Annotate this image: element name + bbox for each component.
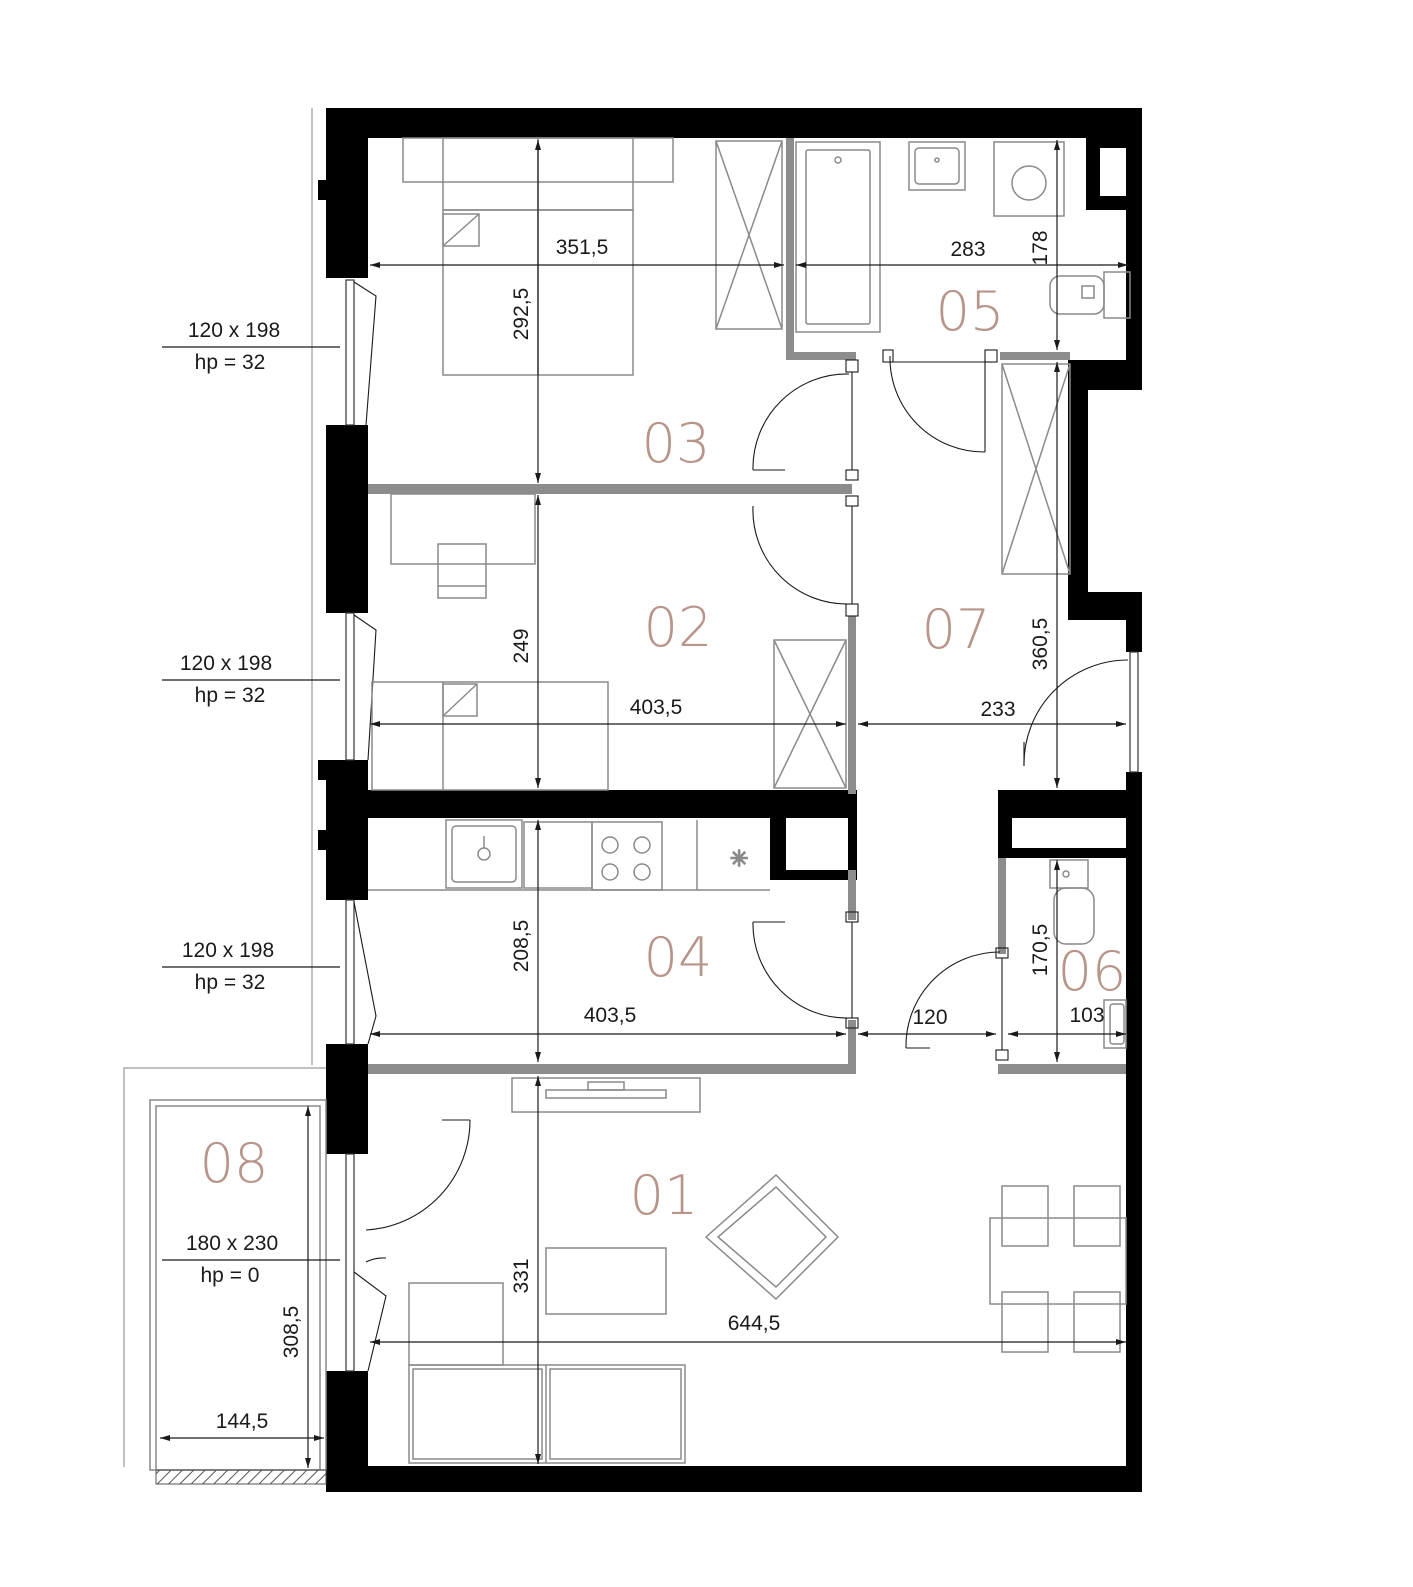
- window-1-size: 120 x 198: [188, 319, 280, 342]
- dim-r06-width: 103: [1069, 1004, 1104, 1027]
- dimension-arrows: [160, 140, 1128, 1468]
- dim-r02-width: 403,5: [630, 696, 683, 719]
- partitions: [368, 138, 1126, 1074]
- dim-r04-depth: 208,5: [510, 920, 533, 973]
- dimension-lines: [160, 140, 1128, 1468]
- window-3-size: 120 x 198: [182, 939, 274, 962]
- dim-r08-depth: 308,5: [280, 1306, 303, 1359]
- window-4-size: 180 x 230: [186, 1232, 278, 1255]
- furniture: [149, 137, 1131, 1471]
- exterior-walls: [318, 108, 1142, 1492]
- dim-r05-width: 283: [950, 238, 985, 261]
- window-swings: [353, 281, 387, 1372]
- window-4-hp: hp = 0: [201, 1264, 260, 1287]
- dim-r06-depth: 170,5: [1029, 924, 1052, 977]
- room-label-06: 06: [1058, 940, 1127, 1003]
- room-label-07: 07: [922, 598, 991, 661]
- room-label-01: 01: [630, 1164, 699, 1227]
- dim-r02-depth: 249: [510, 628, 533, 663]
- room-label-03: 03: [642, 412, 711, 475]
- window-2-hp: hp = 32: [195, 684, 266, 707]
- window-2-size: 120 x 198: [180, 652, 272, 675]
- dim-r03-depth: 292,5: [510, 288, 533, 341]
- dim-r05-depth: 178: [1029, 230, 1052, 265]
- dim-corridor-width: 120: [912, 1006, 947, 1029]
- room-label-05: 05: [936, 280, 1005, 343]
- room-label-04: 04: [644, 926, 713, 989]
- windows: [345, 279, 1139, 1372]
- dim-r07-depth: 360,5: [1029, 618, 1052, 671]
- doors: [365, 349, 1129, 1263]
- dim-r01-width: 644,5: [728, 1312, 781, 1335]
- window-1-hp: hp = 32: [195, 351, 266, 374]
- window-3-hp: hp = 32: [195, 971, 266, 994]
- room-label-02: 02: [644, 596, 713, 659]
- dim-r04-width: 403,5: [584, 1004, 637, 1027]
- room-label-08: 08: [200, 1132, 269, 1195]
- dim-r01-depth: 331: [510, 1258, 533, 1293]
- hood-icon: ✳: [730, 847, 748, 872]
- dim-r03-width: 351,5: [556, 236, 609, 259]
- dim-r07-width: 233: [980, 698, 1015, 721]
- balcony-railing: [155, 1469, 327, 1485]
- dim-r08-width: 144,5: [216, 1410, 269, 1433]
- facade-lines: [123, 108, 326, 1467]
